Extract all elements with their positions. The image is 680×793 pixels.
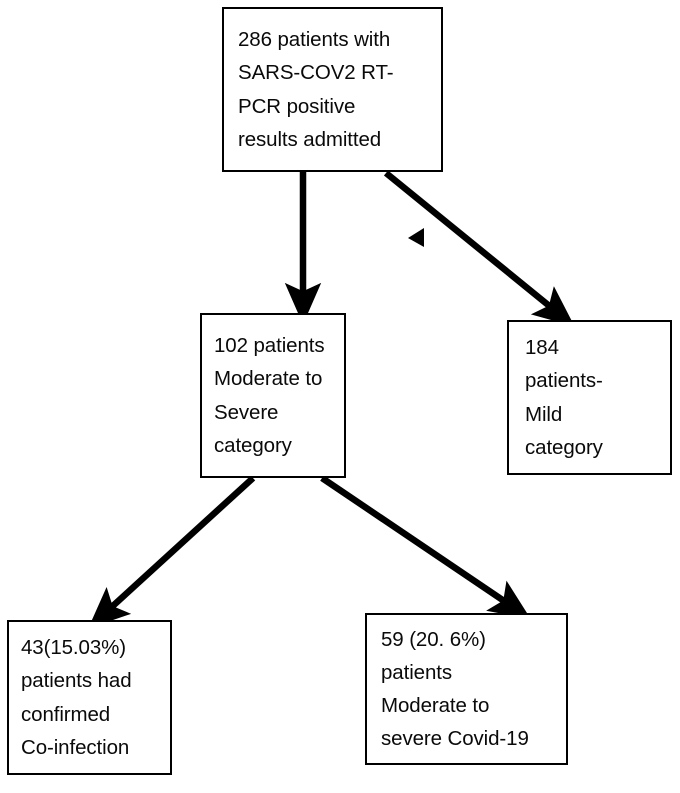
node-line: Mild [525, 402, 563, 426]
connector-moderate-to-coinfection [88, 475, 256, 629]
severe-covid-box: 59 (20. 6%) patients Moderate to severe … [365, 613, 568, 765]
node-line: 286 patients with [238, 28, 391, 52]
node-line: Co-infection [21, 735, 130, 759]
node-line: patients had [21, 669, 132, 693]
total-admitted-box: 286 patients with SARS-COV2 RT- PCR posi… [222, 7, 443, 172]
stray-arrowhead-icon [408, 228, 424, 247]
node-line: 59 (20. 6%) [381, 627, 486, 651]
node-line: category [525, 435, 603, 459]
node-line: Severe [214, 400, 279, 424]
node-line: 102 patients [214, 334, 325, 358]
node-line: category [214, 433, 292, 457]
coinfection-box: 43(15.03%) patients had confirmed Co-inf… [7, 620, 172, 775]
node-line: patients [381, 660, 453, 684]
node-line: PCR positive [238, 94, 356, 118]
mild-box: 184 patients- Mild category [507, 320, 672, 475]
node-line: patients- [525, 369, 603, 393]
moderate-severe-box: 102 patients Moderate to Severe category [200, 313, 346, 478]
node-line: severe Covid-19 [381, 727, 529, 751]
node-line: SARS-COV2 RT- [238, 61, 394, 85]
node-line: Moderate to [381, 694, 490, 717]
node-line: 43(15.03%) [21, 636, 126, 660]
node-line: results admitted [238, 127, 382, 151]
connector-moderate-to-severe-covid [320, 475, 531, 620]
node-line: 184 [525, 336, 559, 360]
node-line: confirmed [21, 702, 111, 726]
node-line: Moderate to [214, 367, 323, 391]
connector-total-to-mild [383, 170, 575, 327]
